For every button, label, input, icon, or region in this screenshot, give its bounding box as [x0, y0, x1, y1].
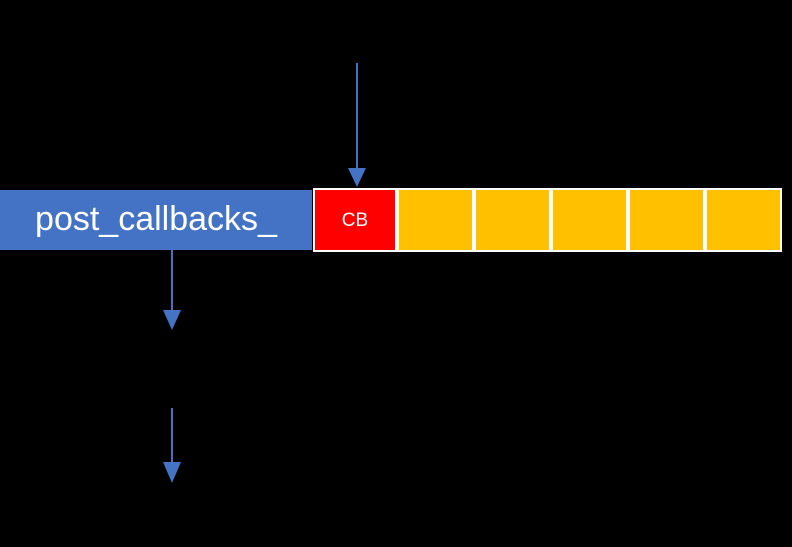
callback-slot — [551, 188, 628, 252]
callback-slot — [628, 188, 705, 252]
callback-slot-row — [397, 188, 782, 252]
post-callbacks-label-block: post_callbacks_ — [0, 190, 312, 250]
callback-slot — [474, 188, 551, 252]
callback-slot — [397, 188, 474, 252]
callback-cell-cb: CB — [313, 188, 397, 252]
callback-cell-label: CB — [341, 209, 369, 231]
incoming-callback-arrow — [348, 63, 366, 187]
post-callbacks-label-text: post_callbacks_ — [35, 200, 277, 238]
dispatch-arrow-1 — [163, 250, 181, 330]
dispatch-arrow-2 — [163, 408, 181, 483]
callback-slot — [705, 188, 782, 252]
